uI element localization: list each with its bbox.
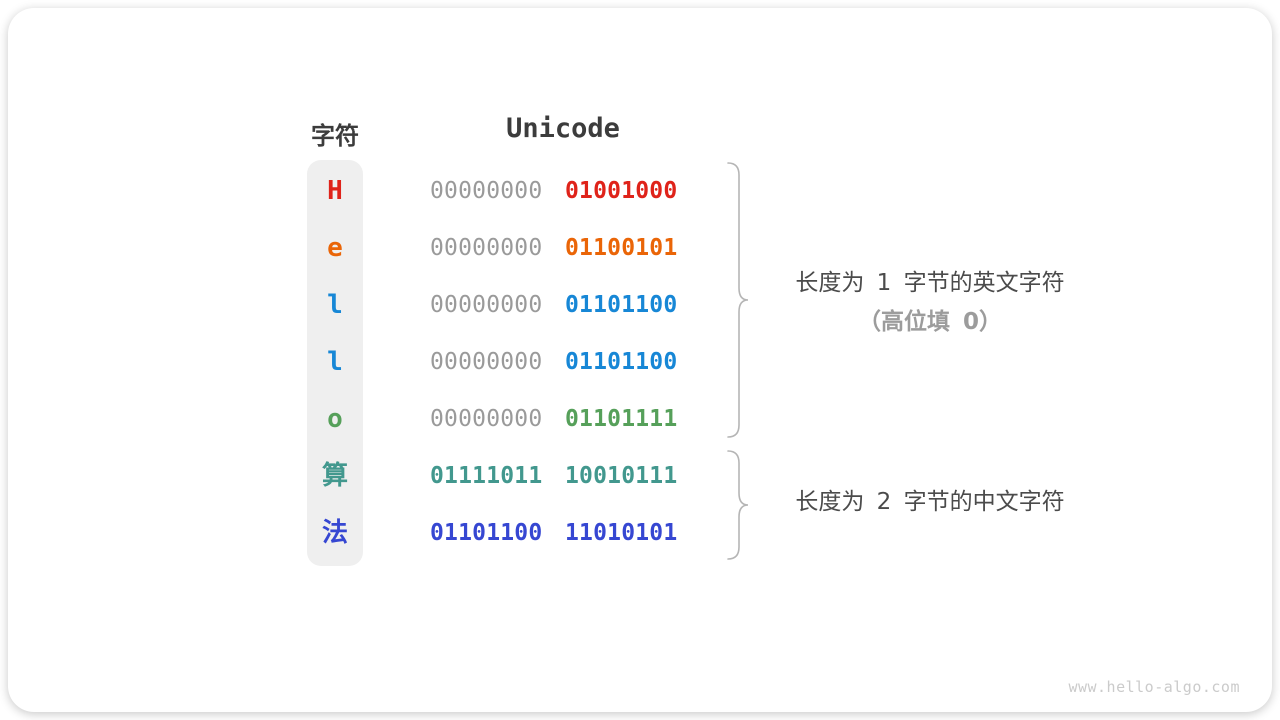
- character-cell: 算: [321, 461, 348, 491]
- character-cell: H: [327, 176, 343, 206]
- unicode-low-byte: 10010111: [565, 463, 678, 489]
- character-cell: o: [327, 404, 343, 434]
- column-header-unicode: Unicode: [506, 113, 620, 144]
- unicode-high-byte: 01101100: [430, 520, 543, 546]
- unicode-low-byte: 01001000: [565, 178, 678, 204]
- unicode-low-byte: 01101111: [565, 406, 678, 432]
- unicode-high-byte: 00000000: [430, 406, 543, 432]
- table-row: H 00000000 01001000: [0, 174, 760, 208]
- unicode-low-byte: 01101100: [565, 349, 678, 375]
- annotation-chinese-bytes: 长度为 2 字节的中文字符: [760, 487, 1100, 517]
- unicode-high-byte: 00000000: [430, 178, 543, 204]
- unicode-high-byte: 00000000: [430, 292, 543, 318]
- figure-card: 字符 Unicode H 00000000 01001000 e 0000000…: [8, 8, 1272, 712]
- unicode-low-byte: 01100101: [565, 235, 678, 261]
- unicode-high-byte: 00000000: [430, 235, 543, 261]
- unicode-low-byte: 11010101: [565, 520, 678, 546]
- table-row: 法 01101100 11010101: [0, 516, 760, 550]
- table-row: l 00000000 01101100: [0, 345, 760, 379]
- annotation-english-line2: （高位填 0）: [857, 309, 1002, 335]
- watermark-url: www.hello-algo.com: [1068, 678, 1240, 696]
- annotation-chinese-line1: 长度为 2 字节的中文字符: [795, 489, 1065, 515]
- table-row: 算 01111011 10010111: [0, 459, 760, 493]
- table-row: o 00000000 01101111: [0, 402, 760, 436]
- unicode-low-byte: 01101100: [565, 292, 678, 318]
- annotation-english-bytes: 长度为 1 字节的英文字符 （高位填 0）: [760, 268, 1100, 337]
- unicode-high-byte: 00000000: [430, 349, 543, 375]
- brace-english-group: [727, 162, 749, 438]
- brace-chinese-group: [727, 450, 749, 560]
- character-cell: 法: [321, 518, 348, 548]
- character-cell: l: [327, 290, 343, 320]
- table-row: e 00000000 01100101: [0, 231, 760, 265]
- column-header-character: 字符: [311, 122, 359, 150]
- table-row: l 00000000 01101100: [0, 288, 760, 322]
- annotation-english-line1: 长度为 1 字节的英文字符: [795, 270, 1065, 296]
- character-column-background: [307, 160, 363, 566]
- character-cell: l: [327, 347, 343, 377]
- character-cell: e: [327, 233, 343, 263]
- unicode-high-byte: 01111011: [430, 463, 543, 489]
